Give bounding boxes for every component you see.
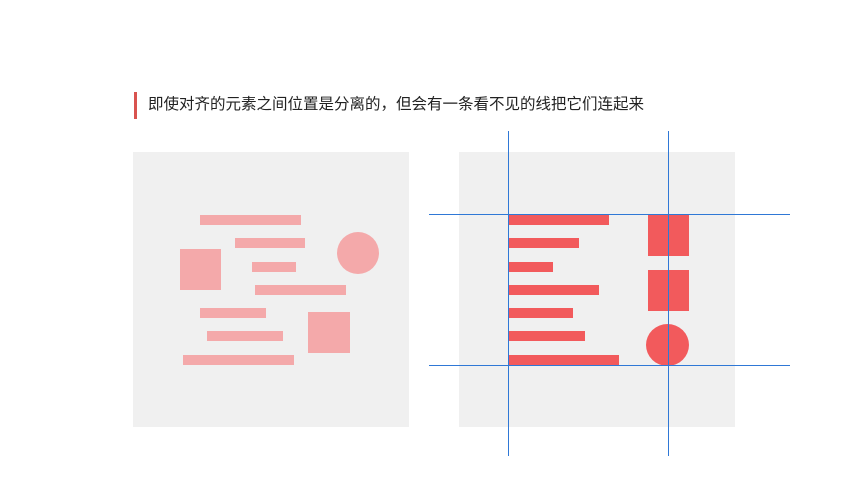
unaligned-bar bbox=[235, 238, 305, 248]
unaligned-square bbox=[308, 312, 350, 353]
heading-text: 即使对齐的元素之间位置是分离的，但会有一条看不见的线把它们连起来 bbox=[148, 95, 645, 113]
unaligned-bar bbox=[252, 262, 296, 272]
unaligned-circle bbox=[337, 232, 379, 274]
unaligned-bar bbox=[207, 331, 283, 341]
aligned-circle bbox=[646, 324, 689, 366]
aligned-bar bbox=[509, 238, 579, 248]
vertical-guide-line bbox=[508, 131, 509, 456]
heading-accent-bar bbox=[134, 92, 137, 119]
aligned-bar bbox=[509, 331, 585, 341]
aligned-bar bbox=[509, 285, 599, 295]
aligned-bar bbox=[509, 215, 609, 225]
aligned-bar bbox=[509, 355, 619, 365]
unaligned-bar bbox=[200, 308, 266, 318]
vertical-guide-line bbox=[668, 131, 669, 456]
aligned-bar bbox=[509, 308, 573, 318]
unaligned-square bbox=[180, 249, 221, 290]
unaligned-bar bbox=[200, 215, 301, 225]
aligned-bar bbox=[509, 262, 553, 272]
unaligned-bar bbox=[183, 355, 294, 365]
horizontal-guide-line bbox=[429, 365, 790, 366]
horizontal-guide-line bbox=[429, 214, 790, 215]
unaligned-bar bbox=[255, 285, 346, 295]
